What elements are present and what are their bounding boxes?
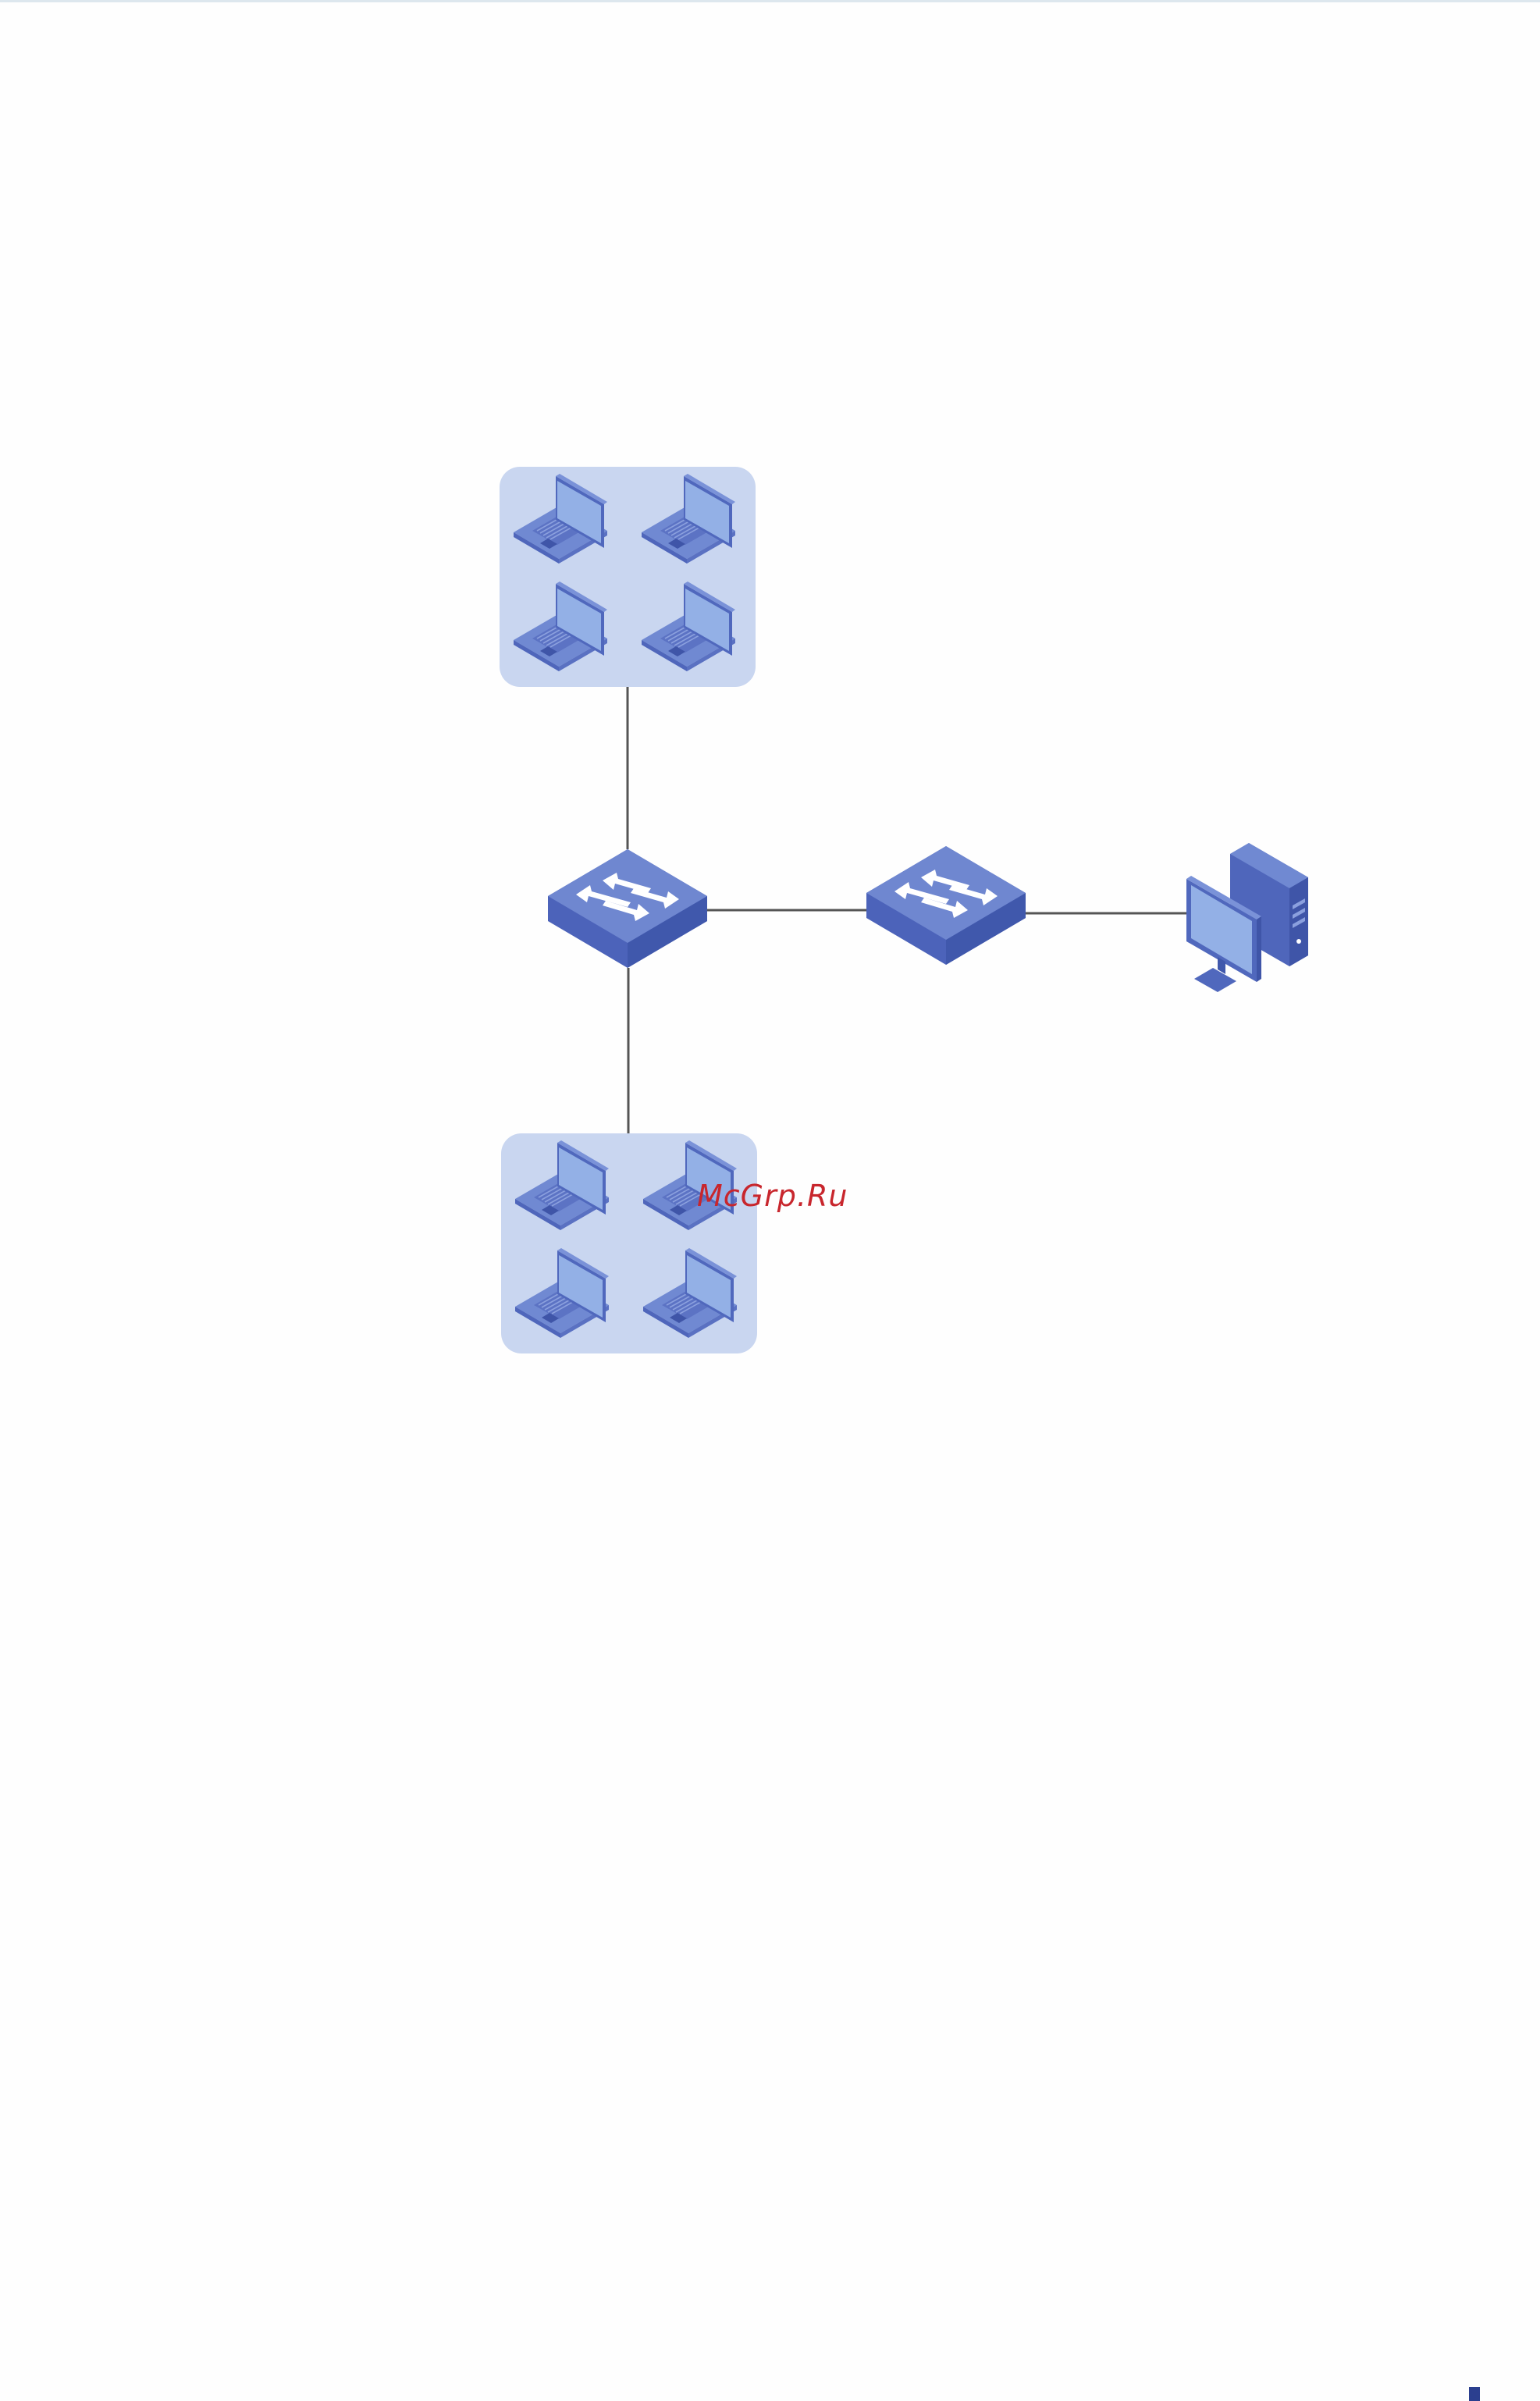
laptop-group-top — [500, 467, 756, 687]
laptop-group-bottom — [501, 1133, 757, 1353]
corner-mark — [1469, 2387, 1480, 2401]
switch-icon — [548, 849, 707, 968]
switch-icon — [866, 846, 1026, 965]
desktop-computer-icon — [1186, 843, 1308, 992]
watermark-text: McGrp.Ru — [697, 1179, 848, 1213]
